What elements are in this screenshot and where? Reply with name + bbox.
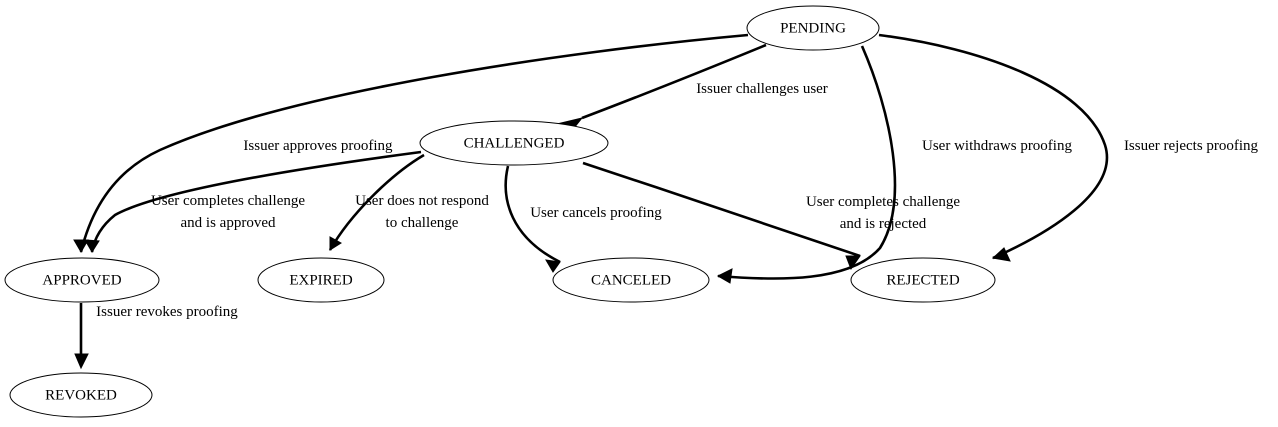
edge-label-line: Issuer challenges user — [696, 81, 828, 97]
node-approved[interactable]: APPROVED — [4, 257, 160, 303]
node-rejected[interactable]: REJECTED — [850, 257, 996, 303]
edge-challenged-expired — [328, 153, 425, 251]
edge-label-pending-approved: Issuer approves proofing — [243, 138, 393, 154]
edge-challenged-rejected — [582, 161, 861, 271]
edge-path-challenged-approved — [90, 150, 422, 253]
edge-label-line: User completes challenge — [806, 194, 960, 210]
node-expired[interactable]: EXPIRED — [257, 257, 385, 303]
node-pending[interactable]: PENDING — [746, 5, 880, 51]
arrowhead-icon — [84, 239, 100, 253]
edge-challenged-canceled — [504, 165, 561, 273]
edge-pending-rejected — [878, 33, 1109, 262]
node-label-rejected: REJECTED — [886, 272, 959, 288]
edge-approved-revoked — [74, 303, 89, 370]
edge-label-line: to challenge — [386, 215, 459, 231]
node-canceled[interactable]: CANCELED — [552, 257, 710, 303]
node-label-challenged: CHALLENGED — [464, 135, 565, 151]
arrowhead-icon — [716, 268, 733, 284]
edge-label-line: and is rejected — [840, 216, 927, 232]
edge-label-challenged-approved: User completes challenge and is approved — [151, 193, 305, 231]
edge-label-line: User cancels proofing — [530, 205, 662, 221]
edge-path-pending-rejected — [878, 33, 1109, 260]
edge-label-line: User withdraws proofing — [922, 138, 1072, 154]
edge-label-pending-canceled: User withdraws proofing — [922, 138, 1072, 154]
edge-label-line: Issuer rejects proofing — [1124, 138, 1259, 154]
nodes-layer: PENDING CHALLENGED APPROVED EXPIRED CANCELED… — [4, 5, 996, 418]
arrowhead-icon — [329, 236, 342, 251]
node-label-expired: EXPIRED — [289, 272, 353, 288]
node-shape-expired[interactable] — [257, 257, 385, 303]
edge-label-challenged-canceled: User cancels proofing — [530, 205, 662, 221]
edge-label-challenged-expired: User does not respond to challenge — [355, 193, 489, 231]
arrowhead-icon — [74, 353, 89, 370]
edge-label-pending-rejected: Issuer rejects proofing — [1124, 138, 1259, 154]
edge-challenged-approved — [84, 150, 422, 253]
arrowhead-icon — [991, 247, 1011, 262]
edge-path-pending-canceled — [717, 45, 897, 280]
edge-label-line: User does not respond — [355, 193, 489, 209]
node-challenged[interactable]: CHALLENGED — [419, 120, 609, 166]
edge-pending-approved — [73, 33, 749, 253]
arrowhead-icon — [545, 259, 561, 273]
edge-pending-canceled — [716, 45, 897, 284]
node-shape-canceled[interactable] — [552, 257, 710, 303]
arrowhead-icon — [845, 255, 861, 271]
edge-label-approved-revoked: Issuer revokes proofing — [96, 304, 238, 320]
node-shape-revoked[interactable] — [9, 372, 153, 418]
node-shape-approved[interactable] — [4, 257, 160, 303]
arrowhead-icon — [73, 239, 89, 253]
node-revoked[interactable]: REVOKED — [9, 372, 153, 418]
node-shape-rejected[interactable] — [850, 257, 996, 303]
edge-path-challenged-canceled — [504, 165, 561, 264]
edge-path-pending-approved — [79, 33, 749, 253]
node-shape-challenged[interactable] — [419, 120, 609, 166]
node-label-pending: PENDING — [780, 20, 846, 36]
edge-label-line: User completes challenge — [151, 193, 305, 209]
edge-label-challenged-rejected: User completes challenge and is rejected — [806, 194, 960, 232]
node-label-approved: APPROVED — [42, 272, 121, 288]
edge-label-line: and is approved — [181, 215, 276, 231]
edge-label-pending-challenged: Issuer challenges user — [696, 81, 828, 97]
edge-path-challenged-rejected — [582, 161, 861, 258]
edge-label-line: Issuer revokes proofing — [96, 304, 238, 320]
node-shape-pending[interactable] — [746, 5, 880, 51]
edge-label-line: Issuer approves proofing — [243, 138, 393, 154]
edge-path-pending-challenged — [581, 43, 767, 120]
node-label-canceled: CANCELED — [591, 272, 671, 288]
node-label-revoked: REVOKED — [45, 387, 117, 403]
edges-layer — [73, 33, 1109, 370]
edge-path-challenged-expired — [328, 153, 425, 251]
